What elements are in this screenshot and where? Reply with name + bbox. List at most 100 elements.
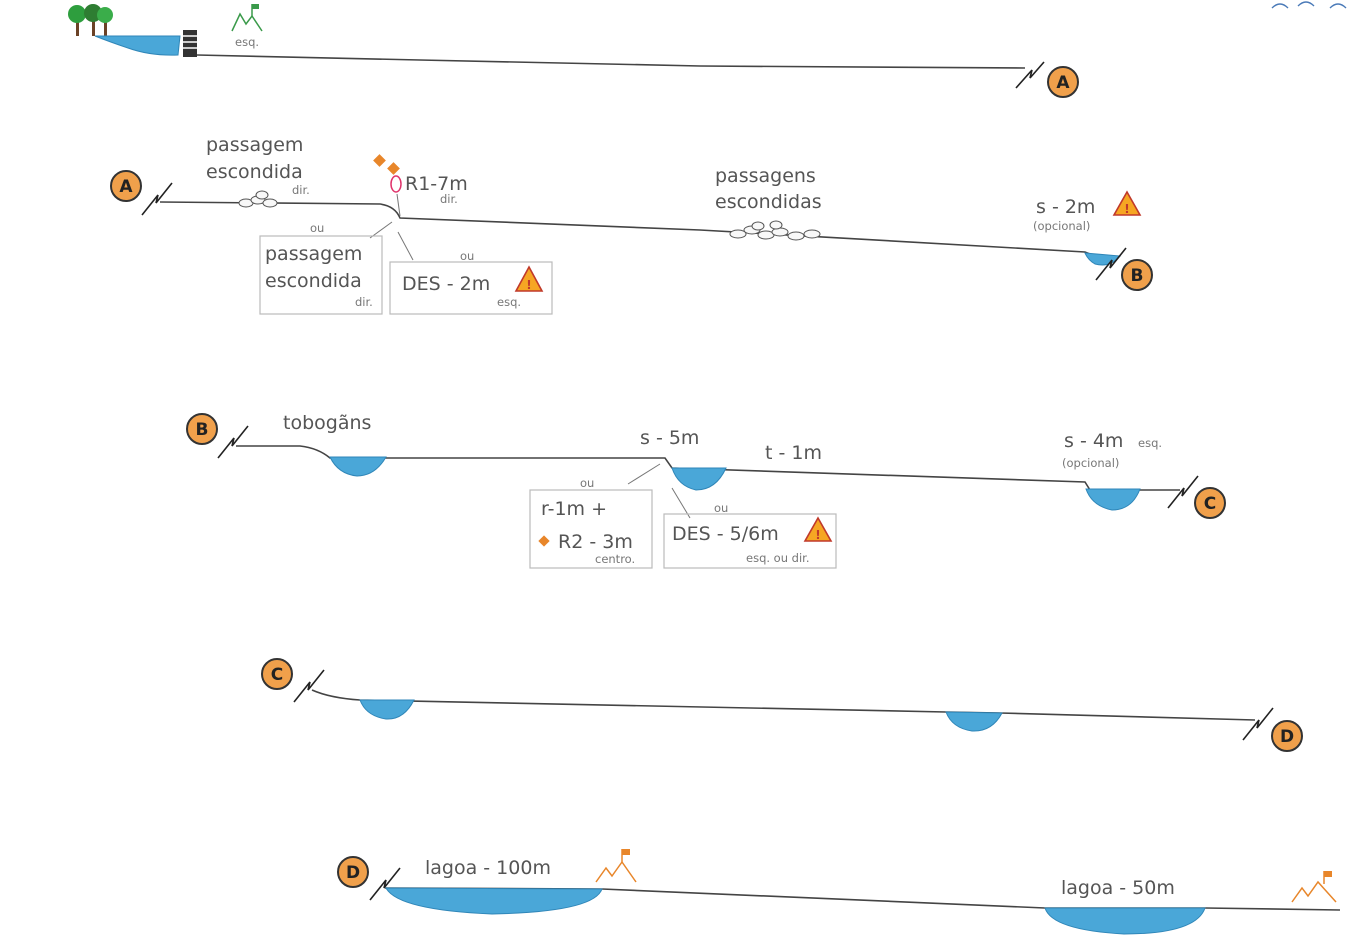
row-1: esq. A — [68, 1, 1347, 98]
marker-c: C — [261, 658, 293, 690]
svg-text:D: D — [1280, 727, 1294, 747]
row-5: D lagoa - 100m lagoa - 50m — [337, 849, 1341, 935]
jump2-side: esq. — [1138, 436, 1162, 450]
pool — [671, 467, 727, 491]
alt-box-line1: passagem — [265, 243, 362, 265]
jump-label: s - 2m — [1036, 196, 1095, 218]
alt-box-line2: escondida — [265, 270, 362, 292]
svg-text:C: C — [1204, 494, 1216, 514]
rocks-icon — [729, 220, 821, 241]
trees-icon — [68, 4, 113, 36]
svg-text:D: D — [346, 863, 360, 883]
alt-option-box — [529, 489, 653, 569]
svg-text:B: B — [196, 420, 209, 440]
marker-d: D — [1271, 720, 1303, 752]
des-side: esq. ou dir. — [746, 551, 809, 565]
hidden-passage-label-line1: passagem — [206, 134, 303, 156]
row-4: C D — [261, 658, 1303, 752]
anchor-diamond-icon — [373, 154, 386, 167]
alt-box-side: dir. — [355, 295, 373, 309]
lagoon1-label: lagoa - 100m — [425, 857, 551, 879]
break-mark — [293, 669, 325, 703]
hidden-passage-side: dir. — [292, 183, 310, 197]
svg-text:A: A — [1056, 73, 1070, 93]
break-mark — [1242, 707, 1274, 741]
warning-icon: ! — [1112, 190, 1142, 216]
or-label: ou — [580, 476, 594, 490]
svg-text:C: C — [271, 665, 283, 685]
jump2-label: s - 4m — [1064, 430, 1123, 452]
exit-icon — [595, 849, 637, 883]
rocks-icon — [238, 190, 278, 208]
exit-side-label: esq. — [235, 35, 259, 49]
break-mark — [1167, 475, 1199, 509]
pool — [945, 711, 1003, 732]
rappel-label: R1-7m — [405, 173, 468, 195]
marker-a: A — [110, 170, 142, 202]
anchor-diamond-icon — [387, 162, 400, 175]
lagoon-shape — [1044, 907, 1206, 935]
des-side: esq. — [497, 295, 521, 309]
row-2: A B passagem escondida dir. R1-7m dir. o… — [110, 134, 1153, 315]
warning-icon: ! — [514, 265, 544, 292]
slides-label: tobogãns — [283, 412, 371, 434]
profile-line-1 — [196, 54, 1026, 69]
passages-label-line1: passagens — [715, 165, 816, 187]
pool — [359, 699, 415, 720]
marker-b: B — [1121, 259, 1153, 291]
r-box-line1: r-1m + — [541, 498, 607, 520]
break-mark — [1095, 247, 1127, 281]
jump2-note: (opcional) — [1062, 456, 1119, 470]
exit-icon — [231, 4, 263, 32]
svg-text:!: ! — [815, 528, 820, 542]
row-3: B C tobogãns s - 5m t - 1m s - 4m esq. (… — [186, 412, 1226, 569]
anchor-diamond-icon — [538, 535, 550, 547]
r-box-line2: R2 - 3m — [558, 531, 633, 553]
marker-b: B — [186, 413, 218, 445]
marker-a: A — [1047, 66, 1079, 98]
ladder-icon — [183, 30, 197, 57]
lake-shape — [94, 35, 181, 56]
or-label: ou — [310, 221, 324, 235]
r-box-side: centro. — [595, 552, 635, 566]
profile-line-3 — [236, 445, 1180, 491]
break-mark — [1015, 61, 1045, 89]
break-mark — [217, 425, 249, 459]
hidden-passage-label-line2: escondida — [206, 161, 303, 183]
alt-option-box — [259, 235, 383, 315]
des-option-box — [663, 513, 837, 569]
or-label: ou — [714, 501, 728, 515]
exit-icon — [1291, 871, 1337, 903]
rappel-arrow — [396, 193, 401, 217]
lagoon-shape — [385, 887, 603, 915]
arrow — [397, 231, 414, 261]
warning-icon: ! — [803, 516, 833, 542]
jump-label: s - 5m — [640, 427, 699, 449]
jump-note: (opcional) — [1033, 219, 1090, 233]
marker-d: D — [337, 856, 369, 888]
arrow — [671, 487, 691, 519]
des-option-box — [389, 261, 553, 315]
profile-line-4 — [311, 689, 1256, 721]
arrow — [627, 463, 661, 485]
break-mark — [141, 182, 173, 216]
rappel-ring-icon — [390, 175, 402, 193]
des-label: DES - 5/6m — [672, 523, 779, 545]
break-mark — [369, 867, 401, 901]
svg-text:!: ! — [526, 278, 531, 292]
passages-label-line2: escondidas — [715, 191, 822, 213]
rappel-side: dir. — [440, 192, 458, 206]
pool — [329, 456, 387, 477]
bird-icon — [1271, 1, 1347, 9]
des-label: DES - 2m — [402, 273, 490, 295]
arrow — [369, 221, 393, 239]
lagoon2-label: lagoa - 50m — [1061, 877, 1175, 899]
svg-text:B: B — [1131, 266, 1144, 286]
svg-text:!: ! — [1124, 202, 1129, 216]
pool — [1085, 488, 1141, 511]
marker-c: C — [1194, 487, 1226, 519]
or-label: ou — [460, 249, 474, 263]
t-label: t - 1m — [765, 442, 822, 464]
svg-text:A: A — [119, 177, 133, 197]
